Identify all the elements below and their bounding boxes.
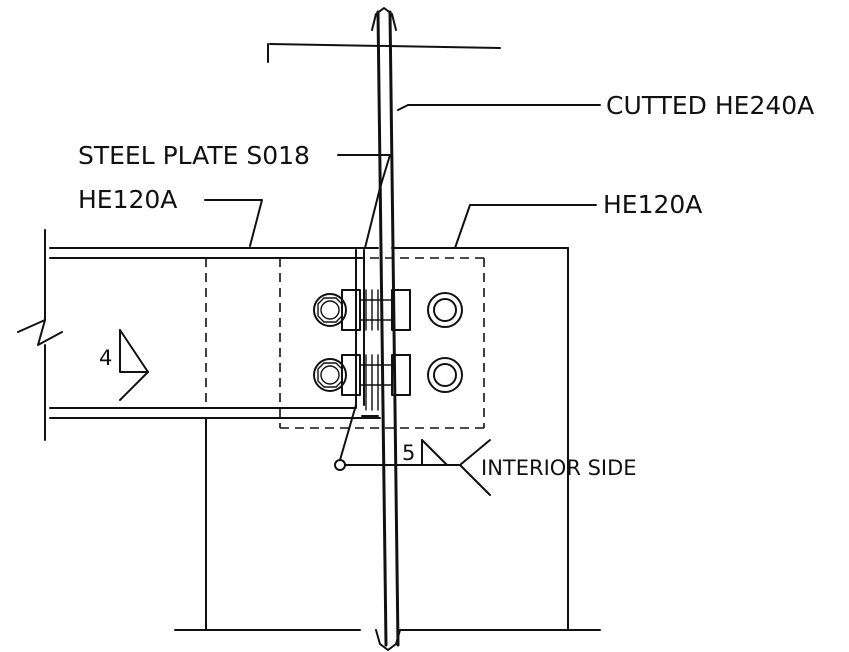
- bolt-group: [313, 289, 463, 411]
- label-steel-plate: STEEL PLATE S018: [78, 141, 310, 170]
- label-he120a-right: HE120A: [603, 190, 702, 219]
- steel-end-plate: [279, 249, 485, 429]
- weld-symbol-bottom: 5 INTERIOR SIDE: [334, 404, 637, 496]
- leader-steel-plate: STEEL PLATE S018: [78, 141, 391, 249]
- leader-cutted-he240a: CUTTED HE240A: [397, 91, 814, 120]
- weld-symbol-left: 4: [99, 329, 149, 401]
- label-he120a-left: HE120A: [78, 185, 177, 214]
- bolt-shank-top: [341, 289, 411, 331]
- weld-size-left: 4: [99, 346, 112, 370]
- label-cutted-he240a: CUTTED HE240A: [606, 91, 814, 120]
- leader-he120a-left: HE120A: [78, 185, 263, 247]
- bolt-shank-bottom: [341, 354, 411, 411]
- leader-he120a-right: HE120A: [454, 190, 702, 249]
- column-web: [371, 7, 401, 651]
- bolt-head-top-right: [427, 292, 463, 328]
- bolt-head-bottom-right: [427, 357, 463, 393]
- right-column-outline: [391, 247, 601, 631]
- weld-size-bottom: 5: [402, 441, 415, 465]
- upper-beam: [267, 43, 501, 63]
- left-beam: [17, 229, 381, 631]
- label-interior-side: INTERIOR SIDE: [481, 456, 637, 480]
